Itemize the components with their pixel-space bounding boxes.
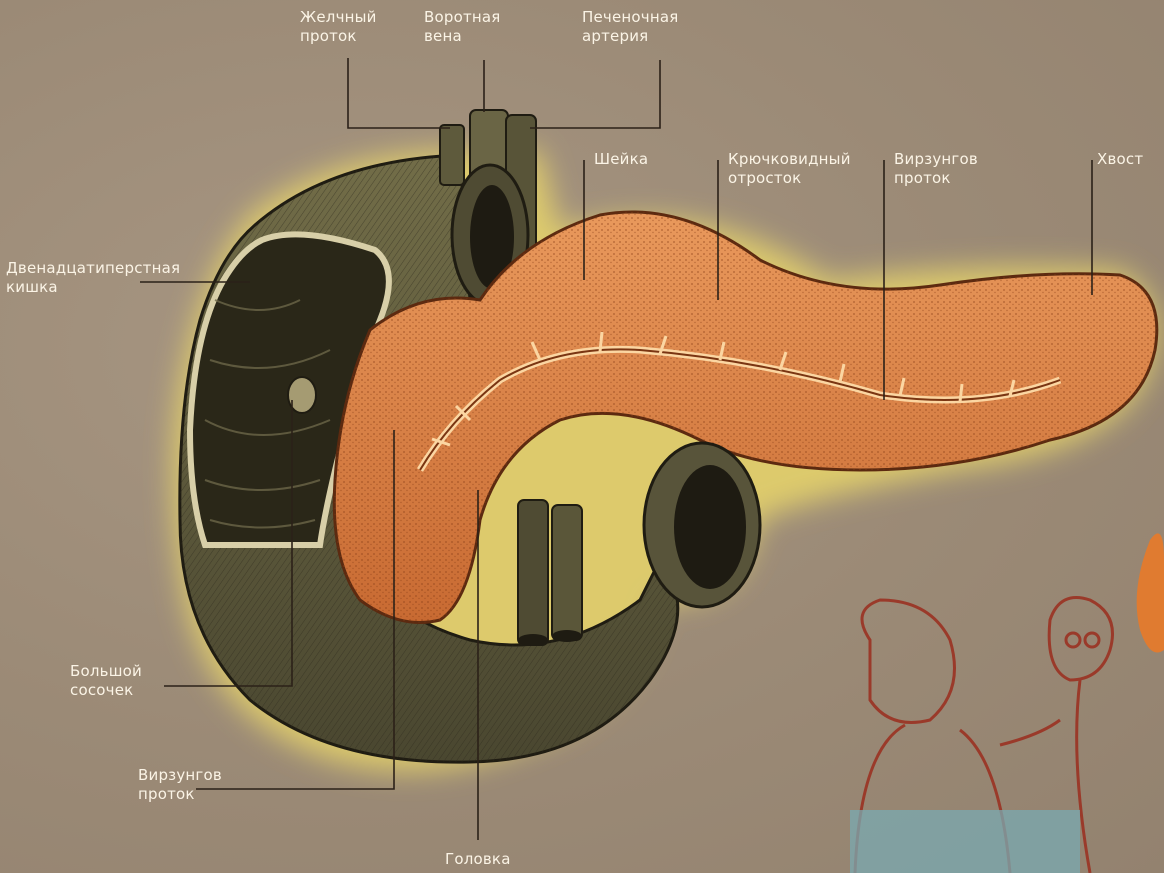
label-head: Головка [445, 850, 511, 869]
label-wirsung-duct-top: Вирзунгов проток [894, 150, 978, 188]
label-neck: Шейка [594, 150, 648, 169]
label-major-papilla: Большой сосочек [70, 662, 142, 700]
cartoon-orange-shape [1137, 533, 1164, 652]
cartoon-blue-patch [850, 810, 1080, 873]
label-hepatic-artery: Печеночная артерия [582, 8, 678, 46]
label-tail: Хвост [1097, 150, 1143, 169]
label-portal-vein: Воротная вена [424, 8, 501, 46]
label-bile-duct: Желчный проток [300, 8, 377, 46]
label-duodenum: Двенадцатиперстная кишка [6, 259, 180, 297]
label-wirsung-duct-bottom: Вирзунгов проток [138, 766, 222, 804]
label-uncinate-process: Крючковидный отросток [728, 150, 851, 188]
